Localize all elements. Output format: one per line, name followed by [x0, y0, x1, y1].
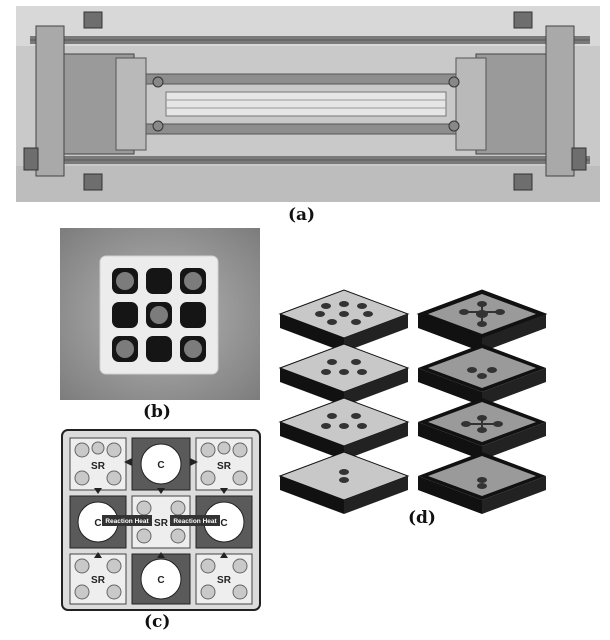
label-c: C	[157, 460, 164, 471]
heat-arrows	[94, 458, 228, 558]
cell-block-photo	[60, 228, 260, 400]
right-plate-1	[416, 289, 548, 352]
cell-block-photo-drawing	[60, 228, 260, 400]
cell-sr-1: SR	[69, 437, 127, 491]
cell-sr-3: SR	[69, 553, 127, 605]
cell-c-4: C	[131, 553, 191, 605]
right-plate-2	[418, 344, 546, 406]
cell-sr-2: SR	[195, 437, 253, 491]
cell-schematic: SR C SR C SR C Reaction	[60, 428, 262, 612]
caption-d: (d)	[408, 508, 436, 528]
caption-a: (a)	[288, 205, 316, 225]
left-plate-3	[278, 397, 410, 460]
fixture-photo	[16, 6, 600, 202]
caption-b: (b)	[143, 402, 171, 422]
left-plate-2	[278, 343, 410, 406]
reaction-heat-label-left: Reaction Heat	[105, 518, 149, 525]
label-c: C	[220, 518, 227, 529]
left-plate-4	[278, 451, 410, 514]
label-sr: SR	[154, 518, 169, 529]
cell-c-2: C	[69, 495, 127, 549]
right-plate-3	[418, 398, 546, 460]
caption-c: (c)	[144, 612, 171, 632]
label-c: C	[157, 575, 164, 586]
label-sr: SR	[217, 461, 232, 472]
layer-stack-diagram	[276, 284, 610, 520]
left-plate-1	[278, 289, 410, 352]
label-sr: SR	[91, 461, 106, 472]
fixture-photo-drawing	[16, 6, 600, 202]
cell-c-3: C	[195, 495, 253, 549]
cell-schematic-drawing: SR C SR C SR C Reaction	[61, 429, 261, 611]
label-sr: SR	[91, 575, 106, 586]
right-plate-4	[418, 452, 546, 514]
cell-sr-4: SR	[195, 553, 253, 605]
label-c: C	[94, 518, 101, 529]
layer-stack-drawing	[278, 289, 548, 514]
reaction-heat-label-right: Reaction Heat	[173, 518, 217, 525]
label-sr: SR	[217, 575, 232, 586]
cell-c-1: C	[131, 437, 191, 491]
